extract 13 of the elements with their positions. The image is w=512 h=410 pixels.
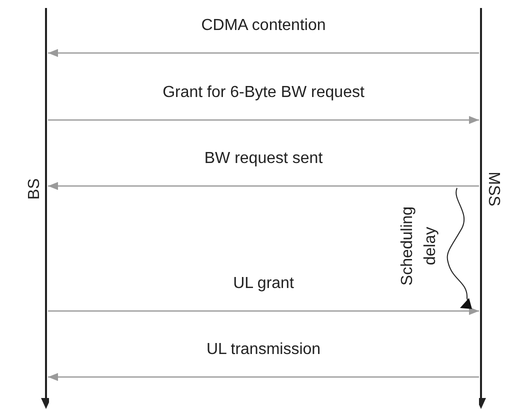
edge-label: UL grant [233,275,294,293]
lifeline-label: MSS [484,172,502,206]
edge-label: UL transmission [206,341,321,359]
edge-label: CDMA contention [201,17,326,35]
edge-label: Grant for 6-Byte BW request [162,84,364,102]
edge-label: BW request sent [204,150,323,168]
message-arrow [48,182,479,190]
message-arrow [48,307,479,315]
delay-label: Scheduling delay [398,205,440,288]
lifeline-label: BS [26,178,44,200]
message-arrow [48,373,479,381]
message-arrow [48,116,479,124]
message-arrow [48,49,479,57]
